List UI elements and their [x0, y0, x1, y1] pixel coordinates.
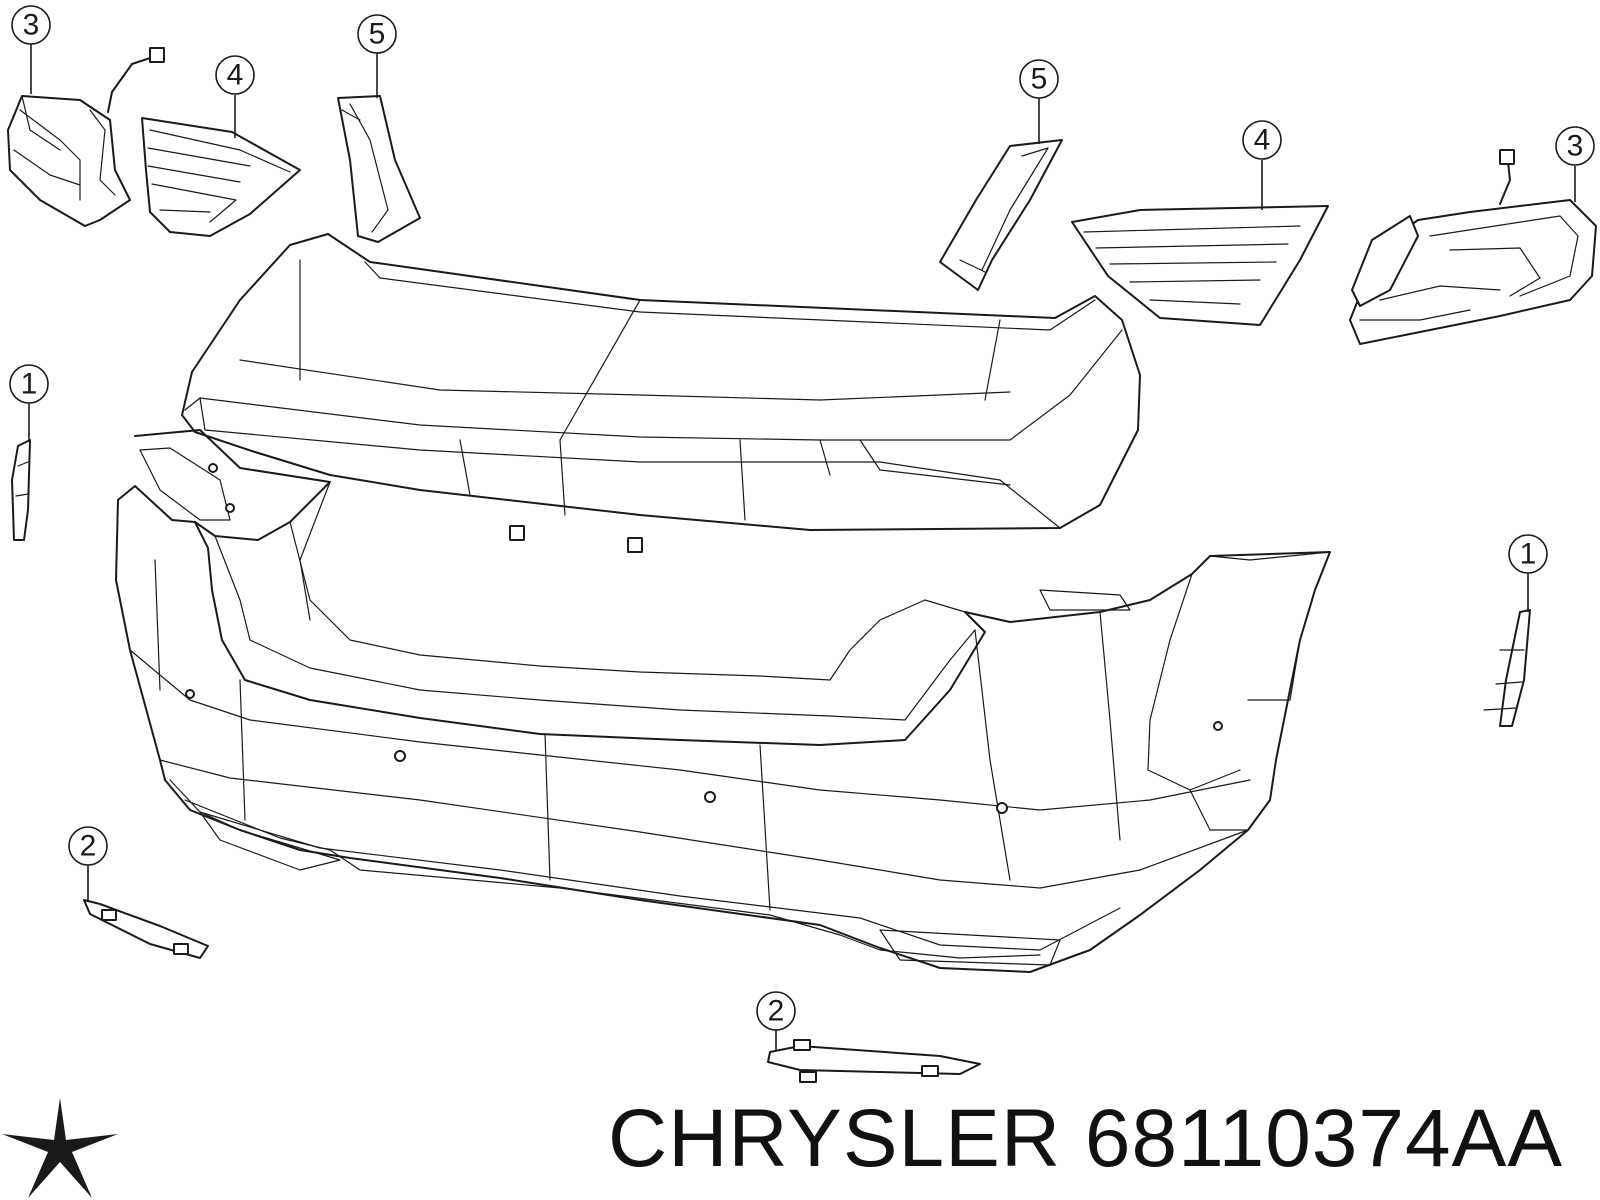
callout-right-reflector: 1 — [1508, 534, 1548, 612]
callout-label: 5 — [369, 18, 386, 51]
part-caption: CHRYSLER 68110374AA — [608, 1092, 1563, 1186]
callout-label: 2 — [80, 830, 97, 863]
left-tail-lamp-inner — [141, 117, 301, 237]
left-applique — [337, 95, 421, 243]
callout-right-applique: 5 — [1019, 59, 1059, 144]
right-tail-lamp-outer — [1349, 149, 1597, 345]
right-applique — [939, 139, 1063, 291]
callout-left-lamp-inner: 4 — [215, 55, 255, 138]
callout-left-lamp-outer: 3 — [11, 5, 51, 94]
pentastar-icon — [0, 1092, 118, 1200]
right-lower-bracket — [767, 1039, 981, 1083]
part-number: 68110374AA — [1084, 1093, 1564, 1184]
left-tail-lamp-outer — [7, 47, 165, 227]
left-lower-bracket — [83, 899, 209, 959]
callout-label: 1 — [21, 368, 38, 401]
callout-left-applique: 5 — [357, 14, 397, 98]
callout-left-reflector: 1 — [9, 364, 49, 442]
callout-right-lamp-inner: 4 — [1242, 120, 1282, 210]
callout-left-lower-bracket: 2 — [68, 826, 108, 902]
rear-bumper-fascia — [115, 429, 1331, 973]
callout-label: 3 — [1567, 130, 1584, 163]
callout-label: 4 — [1254, 124, 1271, 157]
callout-label: 1 — [1520, 538, 1537, 571]
callout-label: 4 — [227, 59, 244, 92]
callout-right-lamp-outer: 3 — [1555, 126, 1595, 202]
brand-name: CHRYSLER — [608, 1093, 1062, 1184]
callout-right-lower-bracket: 2 — [756, 991, 796, 1050]
callout-label: 2 — [768, 995, 785, 1028]
callout-label: 3 — [23, 9, 40, 42]
right-tail-lamp-inner — [1071, 205, 1329, 326]
left-reflector — [11, 439, 31, 541]
trunk-lid — [181, 233, 1141, 553]
right-reflector — [1483, 609, 1531, 727]
callout-label: 5 — [1031, 63, 1048, 96]
